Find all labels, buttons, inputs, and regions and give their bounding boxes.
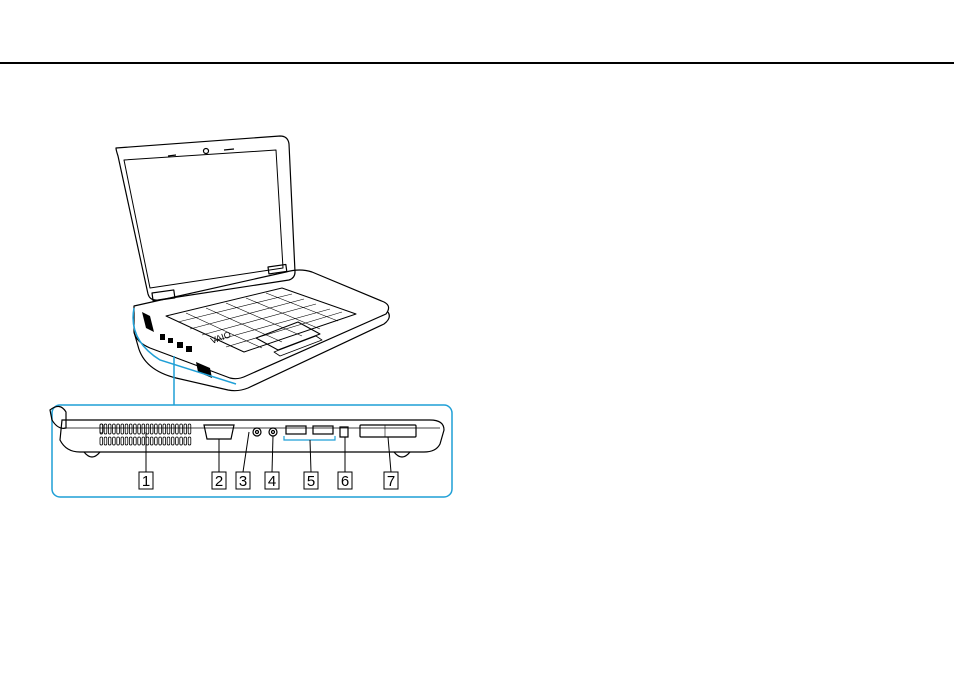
vent-slot bbox=[138, 424, 141, 434]
vent-slot bbox=[184, 437, 187, 445]
monitor-port bbox=[204, 425, 234, 439]
vent-slot bbox=[188, 424, 191, 434]
screen-panel bbox=[124, 150, 283, 288]
callout-number: 5 bbox=[307, 473, 315, 490]
vent-slot bbox=[104, 437, 107, 445]
expresscard-slot bbox=[360, 425, 416, 437]
touchpad bbox=[256, 322, 320, 350]
vent-slot bbox=[150, 437, 153, 445]
vent-slot bbox=[108, 424, 111, 434]
vent-slot bbox=[142, 424, 145, 434]
callout-expresscard-slot: 7 bbox=[384, 437, 398, 490]
laptop-side-view bbox=[50, 406, 444, 457]
vent-slot bbox=[121, 437, 124, 445]
vent-slot bbox=[108, 437, 111, 445]
vent-slot bbox=[180, 437, 183, 445]
vent-slot bbox=[100, 424, 103, 434]
vent-slot bbox=[100, 437, 103, 445]
vent-slots bbox=[100, 424, 191, 445]
vent-slot bbox=[125, 424, 128, 434]
vent-slot bbox=[134, 437, 137, 445]
webcam-icon bbox=[204, 149, 209, 154]
vent-slot bbox=[155, 437, 158, 445]
vent-slot bbox=[113, 437, 116, 445]
vent-slot bbox=[121, 424, 124, 434]
vent-slot bbox=[159, 437, 162, 445]
base-bottom-edge bbox=[134, 312, 389, 391]
headphones-jack bbox=[269, 428, 277, 436]
vent-slot bbox=[167, 437, 170, 445]
vent-slot bbox=[113, 424, 116, 434]
i-link-port bbox=[340, 427, 348, 437]
vent-slot bbox=[155, 424, 158, 434]
vent-slot bbox=[129, 424, 132, 434]
vent-slot bbox=[188, 437, 191, 445]
vent-slot bbox=[184, 424, 187, 434]
vent-slot bbox=[117, 424, 120, 434]
usb-port-2 bbox=[313, 426, 333, 434]
keyboard bbox=[166, 288, 356, 352]
vent-slot bbox=[125, 437, 128, 445]
callout-microphone-jack: 3 bbox=[236, 432, 250, 490]
vent-slot bbox=[163, 424, 166, 434]
vent-slot bbox=[146, 437, 149, 445]
vent-slot bbox=[142, 437, 145, 445]
callout-number: 3 bbox=[239, 473, 247, 490]
vent-slot bbox=[159, 424, 162, 434]
callout-leader-line bbox=[310, 440, 311, 472]
callout-headphones-jack: 4 bbox=[265, 436, 279, 490]
callout-leader-line bbox=[272, 436, 273, 472]
vent-slot bbox=[104, 424, 107, 434]
foot-right bbox=[394, 452, 410, 457]
vent-slot bbox=[171, 437, 174, 445]
vent-slot bbox=[176, 424, 179, 434]
vent-slot bbox=[180, 424, 183, 434]
vent-slot bbox=[176, 437, 179, 445]
callout-number: 4 bbox=[268, 473, 276, 490]
callout-number: 6 bbox=[341, 473, 349, 490]
callout-i-link-port: 6 bbox=[338, 437, 352, 490]
microphone-jack bbox=[253, 428, 261, 436]
laptop-illustration: VAIO bbox=[116, 136, 389, 391]
base-top bbox=[134, 270, 389, 379]
callout-number: 1 bbox=[142, 473, 150, 490]
callout-usb-ports: 5 bbox=[304, 440, 318, 490]
vent-slot bbox=[146, 424, 149, 434]
vent-slot bbox=[163, 437, 166, 445]
callout-leader-line bbox=[388, 437, 391, 472]
vent-slot bbox=[150, 424, 153, 434]
callout-monitor-port: 2 bbox=[212, 439, 226, 490]
vent-slot bbox=[117, 437, 120, 445]
vent-slot bbox=[134, 424, 137, 434]
usb-port-1 bbox=[286, 426, 306, 434]
callout-air-vent: 1 bbox=[139, 432, 153, 490]
foot-left bbox=[84, 452, 100, 457]
vent-slot bbox=[138, 437, 141, 445]
callout-number: 7 bbox=[387, 473, 395, 490]
callout-number: 2 bbox=[215, 473, 223, 490]
vent-slot bbox=[171, 424, 174, 434]
vent-slot bbox=[167, 424, 170, 434]
vent-slot bbox=[129, 437, 132, 445]
